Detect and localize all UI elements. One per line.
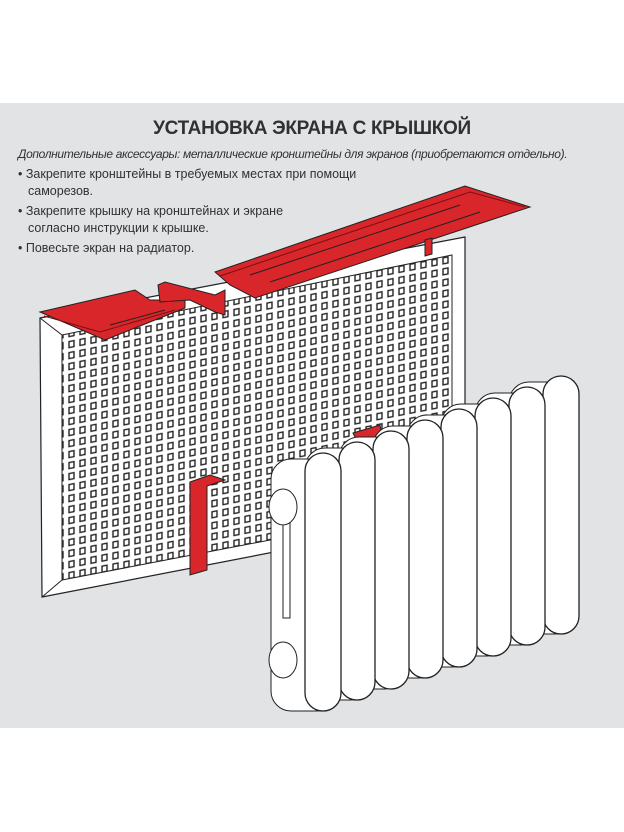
- step-3: • Повесьте экран на радиатор.: [18, 241, 195, 255]
- accessories-note: Дополнительные аксессуары: металлические…: [18, 147, 568, 161]
- bracket-top: [157, 237, 433, 316]
- step-1: • Закрепите кронштейны в требуемых места…: [18, 167, 357, 198]
- step-2: • Закрепите крышку на кронштейнах и экра…: [18, 204, 284, 235]
- steps-list: • Закрепите кронштейны в требуемых места…: [18, 166, 373, 260]
- radiator-plug: [268, 641, 298, 679]
- page-title: УСТАНОВКА ЭКРАНА С КРЫШКОЙ: [153, 118, 471, 139]
- radiator-plug: [268, 488, 298, 526]
- lid: [38, 185, 532, 341]
- lid-right-part: [214, 185, 532, 299]
- radiator: [268, 375, 580, 712]
